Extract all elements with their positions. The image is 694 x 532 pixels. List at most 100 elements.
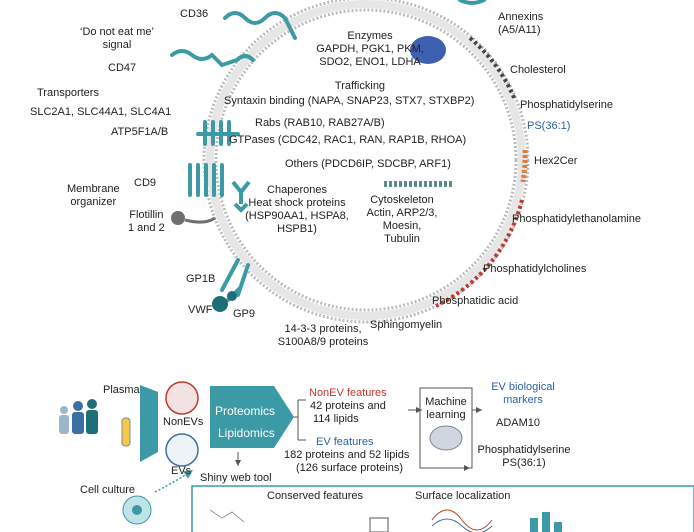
label-flotillin-line1: Flotillin [129,209,164,221]
label-cytoskeleton-line2: Moesin, [382,220,422,232]
label-trafficking-title: Trafficking [334,80,386,92]
workflow-funnel [140,385,158,462]
label-gp1b: GP1B [186,273,216,285]
label-pe: Phosphatidylethanolamine [512,213,642,225]
label-nonev-line1: 42 proteins and [310,400,386,412]
flotillin-stalk [184,216,216,224]
label-ml-line2: learning [426,409,466,421]
label-membrane-organizer-line2: organizer [70,196,117,208]
shiny-panel [191,485,694,532]
label-nonevs: NonEVs [163,416,204,428]
label-1433-line1: 14-3-3 proteins, [284,323,362,335]
label-enzymes-line1: GAPDH, PGK1, PKM, [316,43,424,55]
label-others: Others (PDCD6IP, SDCBP, ARF1) [285,158,451,170]
cd36-protein [223,11,297,40]
label-syntaxin: Syntaxin binding (NAPA, SNAP23, STX7, ST… [224,95,475,107]
label-conserved: Conserved features [267,490,363,502]
people-icon [59,399,98,434]
label-rabs: Rabs (RAB10, RAB27A/B) [255,117,385,129]
label-membrane-organizer: Membrane organizer [67,183,120,209]
ml-box [419,387,473,469]
annexin-protein [458,0,486,5]
label-1433-line2: S100A8/9 proteins [277,336,369,348]
label-shiny: Shiny web tool [200,472,272,484]
label-hex2cer: Hex2Cer [534,155,578,167]
label-atp5f1ab: ATP5F1A/B [111,126,169,138]
label-cd36: CD36 [180,8,209,20]
label-cd9: CD9 [134,177,157,189]
label-enzymes: Enzymes GAPDH, PGK1, PKM, SDO2, ENO1, LD… [300,30,440,69]
brain-icon [429,425,463,451]
label-proteomics: Proteomics [215,404,276,418]
label-ps361: PS(36:1) [527,120,571,132]
flotillin-head [171,211,185,225]
cd9-protein [188,163,224,197]
label-do-not-eat-me-line1: ‘Do not eat me’ [80,26,154,38]
label-gp9: GP9 [233,308,256,320]
label-surface: Surface localization [415,490,511,502]
label-chaperones-line2: (HSP90AA1, HSPA8, [245,210,349,222]
cd47-protein [170,49,255,68]
label-nonev-features: NonEV features [309,387,387,399]
label-nonev-line2: 114 lipids [313,413,359,425]
label-ev-line2: (126 surface proteins) [296,462,403,474]
label-flotillin-line2: 1 and 2 [128,222,165,234]
orange-lipid-arc [520,149,528,183]
label-gtpases: GTPases (CDC42, RAC1, RAN, RAP1B, RHOA) [229,134,467,146]
label-phosphatidylserine: Phosphatidylserine [520,99,613,111]
label-chaperones-title: Chaperones [267,184,327,196]
nonevs-circle [165,381,199,415]
membrane-ring [202,0,530,324]
label-annexins-line1: Annexins [498,11,544,23]
label-chaperones: Chaperones Heat shock proteins (HSP90AA1… [242,184,352,236]
label-ps-marker-line1: Phosphatidylserine [477,444,571,456]
atp5f1ab-protein [196,120,240,146]
label-plasma: Plasma [103,384,140,396]
label-cytoskeleton-line3: Tubulin [384,233,420,245]
evs-circle [165,433,199,467]
label-pc: Phosphatidylcholines [483,263,587,275]
label-vwf: VWF [188,304,213,316]
label-ps-marker: Phosphatidylserine PS(36:1) [474,444,574,470]
label-do-not-eat-me-line2: signal [102,39,132,51]
chaperone-icon [231,180,251,213]
dark-lipid-arc [468,36,517,101]
label-cytoskeleton-line1: Actin, ARP2/3, [366,207,438,219]
label-ps-marker-line2: PS(36:1) [502,457,546,469]
label-annexins: Annexins (A5/A11) [498,11,543,37]
label-cd47: CD47 [108,62,137,74]
label-markers-line1: EV biological [491,381,555,393]
label-do-not-eat-me: ‘Do not eat me’ signal [80,26,154,52]
enzyme-blob-icon [410,36,446,64]
label-transporters: Transporters [37,87,99,99]
label-cytoskeleton-title: Cytoskeleton [370,194,434,206]
label-annexins-line2: (A5/A11) [498,24,541,36]
label-sm: Sphingomyelin [370,319,443,331]
label-flotillin: Flotillin 1 and 2 [128,209,165,235]
label-membrane-organizer-line1: Membrane [67,183,120,195]
omics-panel [210,386,274,448]
membrane-proteins [170,0,486,302]
label-evs: EVs [171,465,192,477]
label-enzymes-title: Enzymes [347,30,393,42]
label-1433: 14-3-3 proteins, S100A8/9 proteins [268,323,378,349]
label-pa: Phosphatidic acid [432,295,519,307]
label-ev-line1: 182 proteins and 52 lipids [284,449,410,461]
label-ml-line1: Machine [425,396,467,408]
label-cholesterol: Cholesterol [510,64,566,76]
label-cytoskeleton: Cytoskeleton Actin, ARP2/3, Moesin, Tubu… [362,194,442,246]
label-adam10: ADAM10 [496,417,541,429]
label-enzymes-line2: SDO2, ENO1, LDHA [319,56,421,68]
vwf-ball [212,296,228,312]
label-lipidomics: Lipidomics [218,426,275,440]
label-transporters-list: SLC2A1, SLC44A1, SLC4A1 [30,106,172,118]
label-machine-learning: Machine learning [422,396,470,422]
gp9-ball [227,291,237,301]
label-ev-features: EV features [316,436,374,448]
label-markers-line2: markers [503,394,543,406]
label-chaperones-line3: HSPB1) [277,223,317,235]
label-cell-culture: Cell culture [80,484,136,496]
label-chaperones-line1: Heat shock proteins [248,197,346,209]
